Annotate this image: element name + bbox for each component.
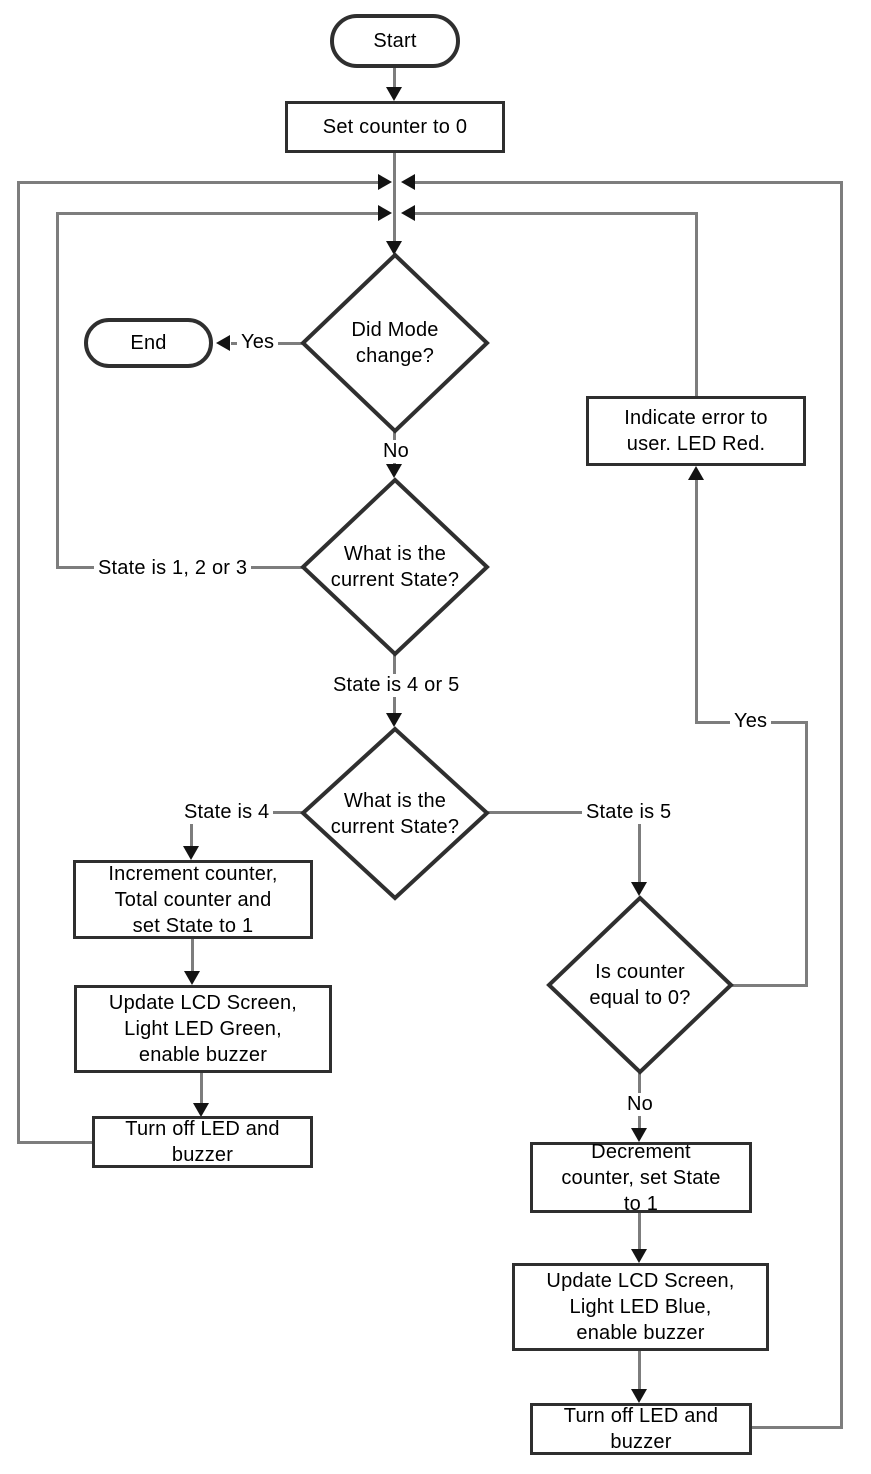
arrowhead — [631, 882, 647, 896]
connector-line — [191, 938, 194, 974]
connector-line — [695, 480, 698, 723]
connector-line — [200, 1072, 203, 1105]
arrowhead — [631, 1249, 647, 1263]
node-turn-off-left-label: Turn off LED and buzzer — [125, 1118, 280, 1166]
decision-counter-zero-label: Is counter equal to 0? — [589, 961, 691, 1009]
diamond-shape — [546, 895, 734, 1075]
node-start-label: Start — [373, 30, 417, 52]
decision-current-state-top: What is the current State? — [300, 477, 490, 657]
node-turn-off-left: Turn off LED and buzzer — [92, 1116, 313, 1168]
node-turn-off-right: Turn off LED and buzzer — [530, 1403, 752, 1455]
arrowhead — [386, 713, 402, 727]
connector-line — [17, 1141, 95, 1144]
arrowhead — [378, 205, 392, 221]
node-update-lcd-green-label: Update LCD Screen, Light LED Green, enab… — [108, 992, 298, 1066]
connector-line — [56, 212, 59, 569]
node-update-lcd-blue-label: Update LCD Screen, Light LED Blue, enabl… — [546, 1270, 735, 1344]
decision-did-mode-change-label: Did Mode change? — [351, 319, 439, 367]
node-set-counter-label: Set counter to 0 — [322, 116, 468, 138]
decision-counter-zero: Is counter equal to 0? — [546, 895, 734, 1075]
node-set-counter: Set counter to 0 — [285, 101, 505, 153]
arrowhead — [386, 87, 402, 101]
edge-label-no-counter: No — [623, 1093, 657, 1116]
arrowhead — [631, 1128, 647, 1142]
node-update-lcd-green: Update LCD Screen, Light LED Green, enab… — [74, 985, 332, 1073]
diamond-shape — [300, 726, 490, 901]
edge-label-state-45: State is 4 or 5 — [329, 674, 464, 697]
arrowhead — [631, 1389, 647, 1403]
edge-label-yes-mode: Yes — [237, 331, 279, 354]
decision-did-mode-change: Did Mode change? — [300, 252, 490, 434]
connector-line — [413, 181, 843, 184]
arrowhead — [386, 241, 402, 255]
edge-label-state-123: State is 1, 2 or 3 — [94, 557, 252, 580]
connector-line — [752, 1426, 843, 1429]
arrowhead — [401, 205, 415, 221]
node-increment-counter-label: Increment counter, Total counter and set… — [108, 862, 278, 937]
connector-line — [190, 811, 193, 848]
connector-line — [638, 811, 641, 884]
edge-label-state-5: State is 5 — [582, 801, 676, 824]
connector-line — [840, 181, 843, 1429]
node-indicate-error: Indicate error to user. LED Red. — [586, 396, 806, 466]
node-update-lcd-blue: Update LCD Screen, Light LED Blue, enabl… — [512, 1263, 769, 1351]
node-end-label: End — [130, 332, 167, 354]
connector-line — [695, 212, 698, 397]
connector-line — [638, 1212, 641, 1251]
connector-line — [805, 721, 808, 987]
arrowhead — [386, 464, 402, 478]
edge-label-yes-counter: Yes — [730, 710, 772, 733]
edge-label-state-4: State is 4 — [180, 801, 274, 824]
connector-line — [17, 181, 379, 184]
node-decrement-counter-label: Decrement counter, set State to 1 — [561, 1140, 721, 1215]
arrowhead — [184, 971, 200, 985]
diamond-shape — [300, 477, 490, 657]
connector-line — [638, 1350, 641, 1392]
arrowhead — [193, 1103, 209, 1117]
node-decrement-counter: Decrement counter, set State to 1 — [530, 1141, 752, 1215]
connector-line — [17, 181, 20, 1144]
node-indicate-error-label: Indicate error to user. LED Red. — [624, 407, 768, 455]
diamond-shape — [300, 252, 490, 434]
connector-line — [732, 984, 808, 987]
connector-line — [488, 811, 641, 814]
arrowhead — [378, 174, 392, 190]
arrowhead — [183, 846, 199, 860]
node-end: End — [84, 318, 213, 368]
edge-label-no-mode: No — [379, 440, 413, 463]
node-turn-off-right-label: Turn off LED and buzzer — [563, 1405, 719, 1453]
arrowhead — [688, 466, 704, 480]
decision-current-state-top-label: What is the current State? — [330, 543, 460, 591]
arrowhead — [216, 335, 230, 351]
connector-line — [393, 66, 396, 90]
connector-line — [393, 153, 396, 245]
node-increment-counter: Increment counter, Total counter and set… — [73, 860, 313, 939]
decision-current-state-mid: What is the current State? — [300, 726, 490, 901]
decision-current-state-mid-label: What is the current State? — [330, 789, 460, 838]
connector-line — [56, 212, 379, 215]
node-start: Start — [330, 14, 460, 68]
connector-line — [413, 212, 698, 215]
arrowhead — [401, 174, 415, 190]
